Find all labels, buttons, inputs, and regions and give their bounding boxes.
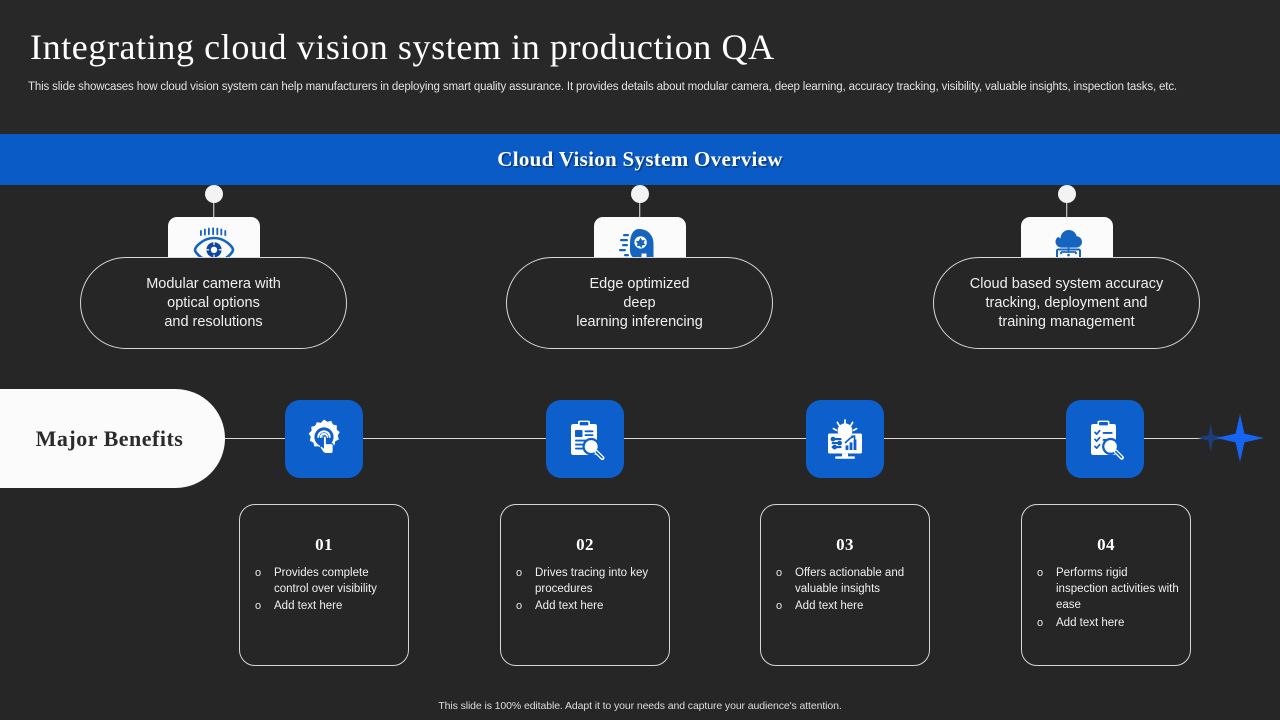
overview-label-2: Edge optimized deep learning inferencing — [576, 275, 703, 330]
benefit-point-text: Add text here — [795, 600, 864, 613]
list-item: o Performs rigid inspection activities wi… — [1035, 565, 1180, 614]
bullet-icon: o — [255, 567, 262, 579]
benefit-point-text: Add text here — [535, 600, 604, 613]
benefit-point-text: Performs rigid inspection activities wit… — [1056, 567, 1179, 612]
overview-item-2[interactable]: Edge optimized deep learning inferencing — [506, 143, 773, 351]
monitor-insights-icon[interactable] — [806, 400, 884, 478]
benefit-number-3: 03 — [836, 535, 854, 554]
section-banner-title: Cloud Vision System Overview — [497, 147, 783, 171]
bullet-icon: o — [516, 567, 523, 579]
section-banner: Cloud Vision System Overview — [0, 134, 1280, 185]
connector-dot — [630, 185, 649, 203]
overview-label-3: Cloud based system accuracy tracking, de… — [969, 275, 1164, 330]
benefit-card-3[interactable]: 03 o Offers actionable and valuable insig… — [760, 504, 930, 666]
overview-item-3[interactable]: Cloud based system accuracy tracking, de… — [933, 143, 1200, 351]
sparkle-stars-icon — [1194, 412, 1266, 464]
bullet-icon: o — [1037, 616, 1044, 629]
slide-header: Integrating cloud vision system in produ… — [0, 0, 1280, 135]
major-benefits-text: Major Benefits — [35, 425, 184, 451]
connector-stem — [212, 199, 215, 223]
bullet-icon: o — [776, 567, 783, 579]
benefit-number-2: 02 — [576, 535, 594, 554]
overview-item-1[interactable]: Modular camera with optical options and … — [80, 143, 347, 351]
list-item: o Add text here — [774, 598, 919, 614]
gear-touch-icon[interactable] — [285, 400, 363, 478]
page-title: Integrating cloud vision system in produ… — [30, 27, 775, 67]
connector-dot — [1057, 185, 1076, 203]
list-item: o Add text here — [1035, 615, 1180, 631]
benefits-rail — [150, 438, 1210, 440]
benefit-point-text: Drives tracing into key procedures — [535, 567, 649, 596]
connector-stem — [638, 199, 641, 223]
major-benefits-label: Major Benefits — [0, 389, 225, 488]
bullet-icon: o — [516, 600, 523, 613]
benefit-point-text: Provides complete control over visibilit… — [274, 567, 377, 596]
connector-dot — [204, 185, 223, 203]
benefit-number-4: 04 — [1097, 535, 1115, 554]
benefit-number-1: 01 — [315, 535, 333, 554]
list-item: o Provides complete control over visibili… — [253, 565, 398, 597]
benefit-point-text: Add text here — [1056, 616, 1125, 629]
benefit-points-3: o Offers actionable and valuable insights… — [761, 565, 929, 615]
benefit-card-4[interactable]: 04 o Performs rigid inspection activities… — [1021, 504, 1191, 666]
benefit-card-2[interactable]: 02 o Drives tracing into key procedures o… — [500, 504, 670, 666]
list-item: o Offers actionable and valuable insights — [774, 565, 919, 597]
list-item: o Add text here — [514, 598, 659, 614]
benefit-points-4: o Performs rigid inspection activities wi… — [1022, 565, 1190, 631]
benefit-points-1: o Provides complete control over visibili… — [240, 565, 408, 615]
bullet-icon: o — [776, 600, 783, 613]
connector-stem — [1065, 199, 1068, 223]
overview-pill-2: Edge optimized deep learning inferencing — [506, 257, 773, 349]
benefit-point-text: Offers actionable and valuable insights — [795, 567, 905, 596]
checklist-search-icon[interactable] — [1066, 400, 1144, 478]
footer-note: This slide is 100% editable. Adapt it to… — [438, 700, 842, 712]
overview-label-1: Modular camera with optical options and … — [146, 275, 281, 330]
benefit-point-text: Add text here — [274, 600, 343, 613]
page-subtitle: This slide showcases how cloud vision sy… — [28, 81, 1177, 93]
overview-pill-1: Modular camera with optical options and … — [80, 257, 347, 349]
bullet-icon: o — [1037, 567, 1044, 579]
benefit-card-1[interactable]: 01 o Provides complete control over visib… — [239, 504, 409, 666]
list-item: o Add text here — [253, 598, 398, 614]
bullet-icon: o — [255, 600, 262, 613]
clipboard-search-icon[interactable] — [546, 400, 624, 478]
overview-pill-3: Cloud based system accuracy tracking, de… — [933, 257, 1200, 349]
list-item: o Drives tracing into key procedures — [514, 565, 659, 597]
